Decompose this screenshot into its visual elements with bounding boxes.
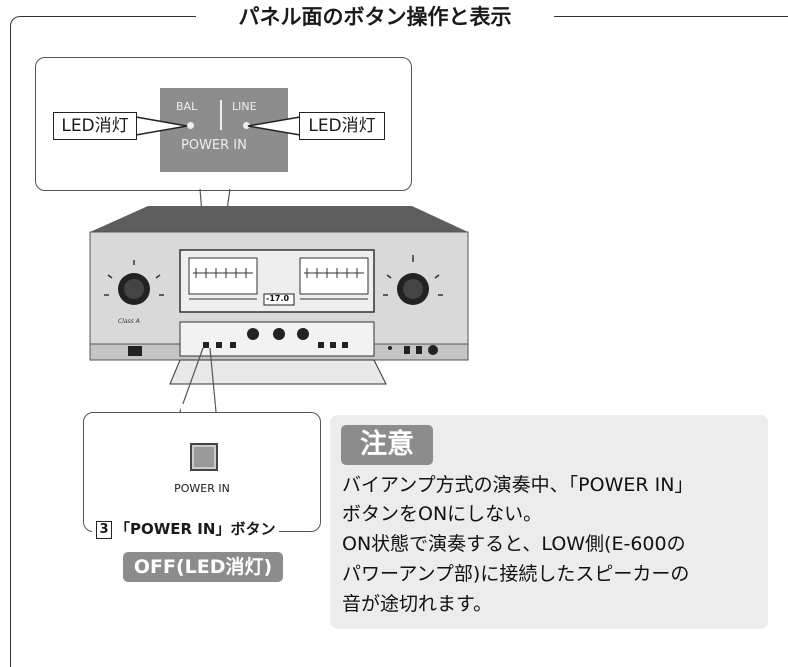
line-led-dot xyxy=(243,122,250,129)
stem-cover xyxy=(181,404,215,414)
left-led-off-callout: LED消灯 xyxy=(53,112,137,140)
off-state-badge: OFF(LED消灯) xyxy=(123,552,283,582)
led-divider xyxy=(220,100,222,130)
bal-label: BAL xyxy=(176,100,198,113)
caution-line-1: バイアンプ方式の演奏中、「POWER IN」 xyxy=(342,474,694,496)
led-panel xyxy=(160,88,288,172)
right-led-off-callout: LED消灯 xyxy=(299,112,385,140)
caution-line-2: ボタンをONにしない。 xyxy=(342,503,543,525)
amplifier-illustration xyxy=(89,206,469,385)
button-number: 3 xyxy=(96,521,112,539)
left-callout-tail xyxy=(135,116,188,136)
caution-badge: 注意 xyxy=(341,425,433,465)
right-callout-tail xyxy=(247,116,301,136)
caution-line-3: ON状態で演奏すると、LOW側(E-600の xyxy=(342,533,686,555)
caution-line-4: パワーアンプ部)に接続したスピーカーの xyxy=(342,563,690,585)
page-title: パネル面のボタン操作と表示 xyxy=(238,5,512,29)
button-caption-text: 「POWER IN」ボタン xyxy=(115,520,276,538)
bal-led-dot xyxy=(187,122,194,129)
amp-class-text: Class A xyxy=(118,318,140,325)
power-in-button[interactable] xyxy=(190,443,218,471)
button-callout-stem xyxy=(179,347,217,413)
callout-pointer-svg xyxy=(89,116,469,414)
meter-display-value: -17.0 xyxy=(266,294,290,303)
button-caption: 3「POWER IN」ボタン xyxy=(92,519,280,539)
line-label: LINE xyxy=(232,100,257,113)
title-background xyxy=(196,2,554,32)
caution-line-5: 音が途切れます。 xyxy=(342,593,493,615)
power-in-panel-label: POWER IN xyxy=(181,138,247,153)
power-in-button-label: POWER IN xyxy=(174,482,230,495)
button-callout-box xyxy=(83,412,321,532)
